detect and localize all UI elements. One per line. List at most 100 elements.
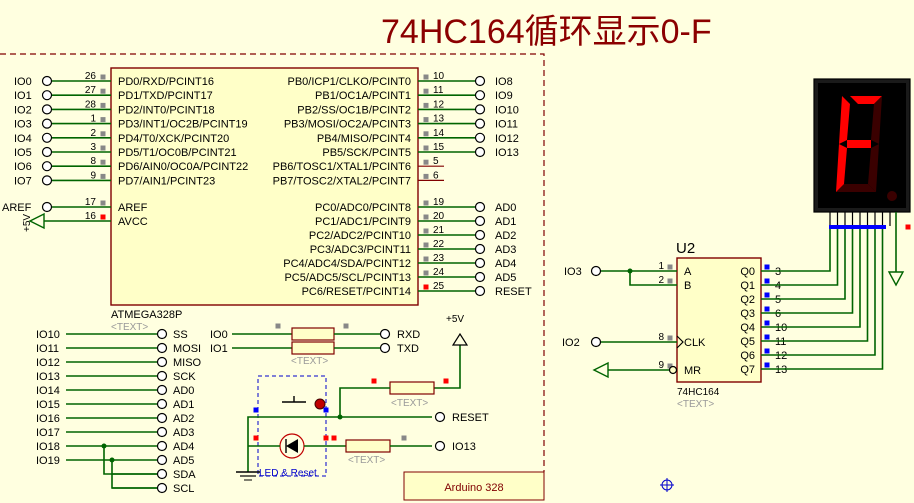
serial-net-io1: IO1: [210, 343, 228, 355]
mcu-pin-num: 2: [90, 128, 96, 139]
mcu-pin-label: PC2/ADC2/PCINT10: [309, 230, 411, 242]
mcu-net-io8: IO8: [495, 76, 513, 88]
pin-marker: [423, 242, 429, 248]
pin-marker: [100, 145, 106, 151]
terminal-ad3[interactable]: [474, 243, 486, 255]
mcu-pin-num: 24: [433, 267, 445, 278]
terminal-io4[interactable]: [41, 132, 53, 143]
mcu-pin-label: PC0/ADC0/PCINT8: [315, 202, 411, 214]
seven-segment-display: [813, 78, 911, 287]
pin-marker: [423, 145, 429, 151]
terminal-io3[interactable]: [41, 118, 53, 129]
header-terminal-ad0[interactable]: [156, 384, 168, 396]
mcu-net-io1: IO1: [14, 90, 32, 102]
header-terminal-ad4[interactable]: [156, 440, 168, 452]
terminal-io11[interactable]: [474, 118, 486, 129]
header-terminal-ss[interactable]: [156, 328, 168, 340]
header-terminal-ad1[interactable]: [156, 398, 168, 410]
header-terminal-sda[interactable]: [156, 468, 168, 480]
serial-terminal-rxd[interactable]: [379, 328, 391, 340]
terminal-ad2[interactable]: [474, 229, 486, 241]
header-label-ad2: AD2: [173, 413, 194, 425]
terminal-io12[interactable]: [474, 132, 486, 143]
segment-dp: [887, 191, 897, 201]
mcu-pin-label-aref: AREF: [118, 202, 148, 214]
header-label-ad3: AD3: [173, 427, 194, 439]
serial-resistor-rxd-body: [291, 327, 335, 341]
reset-button-cap[interactable]: [314, 398, 326, 410]
terminal-io6[interactable]: [41, 161, 53, 172]
terminal-u2-io2[interactable]: [590, 336, 602, 348]
u2-pin-num: 4: [775, 280, 781, 292]
mcu-pin-label: PB7/TOSC2/XTAL2/PCINT7: [273, 175, 411, 187]
junction-dot: [627, 268, 633, 274]
u2-pin-num: 6: [775, 308, 781, 320]
header-terminal-miso[interactable]: [156, 356, 168, 368]
terminal-ad1[interactable]: [474, 215, 486, 227]
header-terminal-mosi[interactable]: [156, 342, 168, 354]
terminal-io10[interactable]: [474, 104, 486, 115]
terminal-io8[interactable]: [474, 75, 486, 87]
header-terminal-ad2[interactable]: [156, 412, 168, 424]
mcu-pin-num: 5: [433, 156, 439, 167]
serial-resistor-txd[interactable]: [291, 341, 335, 355]
terminal-ad5[interactable]: [474, 271, 486, 283]
terminal-io7[interactable]: [41, 175, 53, 186]
mcu-pin-label: PD7/AIN1/PCINT23: [118, 175, 215, 187]
mcu-net-io6: IO6: [14, 161, 32, 173]
u2-ref: U2: [676, 240, 695, 257]
header-net-io11: IO11: [36, 343, 59, 355]
mcu-pin-num: 20: [433, 211, 445, 222]
u2-b-wire: [629, 271, 677, 286]
terminal-io1[interactable]: [41, 90, 53, 101]
terminal-io0[interactable]: [41, 75, 53, 87]
button-gnd-wire: [247, 416, 275, 472]
pin-marker: [100, 159, 106, 165]
mcu-pin-label: PB6/TOSC1/XTAL1/PCINT6: [273, 161, 411, 173]
pin-marker: [100, 200, 106, 206]
terminal-ad0[interactable]: [474, 201, 486, 213]
mcu-pin-num: 14: [433, 128, 445, 139]
terminal-io5[interactable]: [41, 146, 53, 158]
header-terminal-scl[interactable]: [156, 482, 168, 494]
header-net-io17: IO17: [36, 427, 60, 439]
serial-resistor-rxd[interactable]: [291, 327, 335, 341]
serial-resistor-txd-body: [291, 341, 335, 355]
header-terminal-sck[interactable]: [156, 370, 168, 382]
io13-terminal[interactable]: [434, 440, 446, 452]
terminal-io9[interactable]: [474, 90, 486, 101]
mcu-pin-num: 16: [85, 211, 97, 222]
pin-marker: [423, 173, 429, 179]
serial-terminal-txd[interactable]: [379, 342, 391, 354]
reset-terminal[interactable]: [434, 411, 446, 423]
mcu-pin-num: 3: [90, 142, 96, 153]
led-resistor[interactable]: [345, 439, 391, 453]
power-arrow-icon: [451, 332, 469, 346]
pullup-resistor[interactable]: [389, 381, 435, 395]
terminal-io13[interactable]: [474, 146, 486, 158]
u2-pin-label-q2: Q2: [740, 294, 755, 306]
segment-g: [847, 140, 871, 148]
mcu-net-io11: IO11: [495, 119, 518, 131]
u2-text-tag: <TEXT>: [677, 399, 714, 410]
segment-d: [836, 184, 876, 192]
mcu-pin-label: PD1/TXD/PCINT17: [118, 90, 213, 102]
terminal-reset[interactable]: [474, 285, 486, 297]
terminal-u2-io3[interactable]: [590, 265, 602, 277]
header-net-io12: IO12: [36, 357, 60, 369]
header-label-sda: SDA: [173, 469, 196, 481]
mcu-net-ad0: AD0: [495, 202, 516, 214]
header-terminal-ad3[interactable]: [156, 426, 168, 438]
led-reset-box: [257, 375, 327, 477]
mcu-pin-num: 9: [90, 170, 96, 181]
pin-marker: [423, 74, 429, 80]
terminal-ad4[interactable]: [474, 257, 486, 269]
terminal-io2[interactable]: [41, 104, 53, 115]
terminal-aref[interactable]: [41, 201, 53, 213]
header-label-miso: MISO: [173, 357, 202, 369]
header-label-ad5: AD5: [173, 455, 194, 467]
pin-marker: [253, 435, 259, 441]
header-terminal-ad5[interactable]: [156, 454, 168, 466]
